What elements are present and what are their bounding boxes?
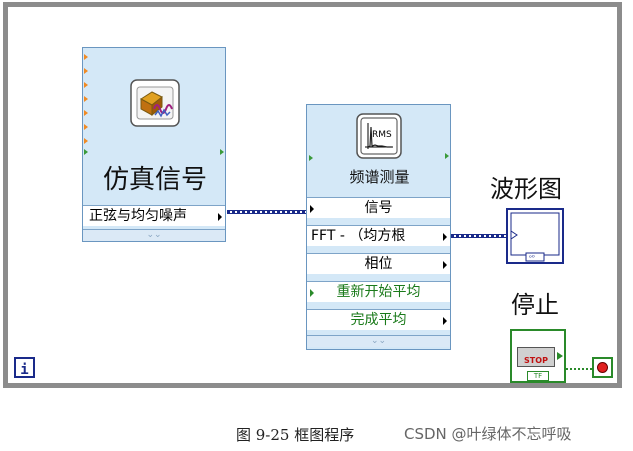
spectral-measurement-title: 频谱测量 (349, 168, 410, 186)
input-terminal[interactable] (84, 149, 88, 155)
expand-chevron-icon[interactable]: ⌄⌄ (307, 335, 450, 347)
iteration-icon: i (20, 362, 29, 378)
stop-tf-badge: TF (527, 371, 549, 381)
input-terminal[interactable] (84, 54, 88, 60)
stop-button[interactable]: STOP (517, 347, 555, 367)
input-terminal[interactable] (309, 155, 313, 161)
simulate-signal-output-label: 正弦与均匀噪声 (89, 208, 187, 224)
stop-if-true-icon (597, 362, 608, 373)
waveform-graph-terminal[interactable]: ᵒ⁰ (506, 208, 564, 264)
iteration-terminal[interactable]: i (14, 357, 35, 378)
figure-caption: 图 9-25 框图程序 (236, 426, 355, 444)
input-terminal[interactable] (84, 68, 88, 74)
output-arrow-icon (443, 261, 447, 269)
simulate-signal-output-row[interactable]: 正弦与均匀噪声 (83, 205, 225, 226)
expand-chevron-icon[interactable]: ⌄⌄ (83, 229, 225, 241)
spectral-measurement-icon: RMS (356, 113, 402, 159)
spectral-row-fft-rms[interactable]: FFT - （均方根 (307, 225, 450, 246)
spectral-row-label: FFT - （均方根 (311, 228, 406, 244)
rms-icon-text: RMS (372, 130, 392, 140)
stop-label: 停止 (511, 291, 559, 319)
output-arrow-icon (218, 213, 222, 221)
input-terminal[interactable] (84, 82, 88, 88)
input-terminal[interactable] (84, 96, 88, 102)
loop-condition-terminal[interactable] (592, 357, 613, 378)
simulate-signal-title: 仿真信号 (102, 165, 207, 195)
spectral-row-label: 信号 (364, 200, 393, 216)
input-terminal[interactable] (84, 110, 88, 116)
stop-wire[interactable] (566, 368, 592, 370)
stop-button-text: STOP (524, 356, 548, 365)
spectral-row-label: 重新开始平均 (336, 284, 421, 300)
spectral-row-label: 完成平均 (350, 312, 407, 328)
output-terminal[interactable] (220, 149, 224, 155)
spectrum-wire[interactable] (451, 234, 509, 238)
output-arrow-icon (443, 317, 447, 325)
spectral-row-label: 相位 (364, 256, 393, 272)
spectral-row-restart-averaging[interactable]: 重新开始平均 (307, 281, 450, 302)
spectral-measurement-node[interactable]: RMS 频谱测量 信号 FFT - （均方根 相位 重新开始平均 完成平均 ⌄⌄ (306, 104, 451, 350)
spectral-row-signal[interactable]: 信号 (307, 197, 450, 218)
waveform-graph-label: 波形图 (490, 175, 562, 203)
output-arrow-icon (443, 233, 447, 241)
input-arrow-icon (310, 205, 314, 213)
input-arrow-icon (310, 289, 314, 297)
stop-output-arrow-icon (557, 352, 563, 360)
svg-text:ᵒ⁰: ᵒ⁰ (529, 254, 535, 262)
spectral-row-phase[interactable]: 相位 (307, 253, 450, 274)
signal-wire[interactable] (227, 210, 307, 214)
stop-button-terminal[interactable]: STOP TF (510, 329, 566, 383)
simulate-signal-node[interactable]: 仿真信号 正弦与均匀噪声 ⌄⌄ (82, 47, 226, 242)
input-terminal[interactable] (84, 124, 88, 130)
spectral-row-averaging-done[interactable]: 完成平均 (307, 309, 450, 330)
stop-tf-text: TF (533, 372, 543, 380)
csdn-watermark: CSDN @叶绿体不忘呼吸 (404, 425, 572, 443)
output-terminal[interactable] (445, 153, 449, 159)
input-terminal[interactable] (84, 138, 88, 144)
simulate-signal-icon (130, 79, 180, 127)
